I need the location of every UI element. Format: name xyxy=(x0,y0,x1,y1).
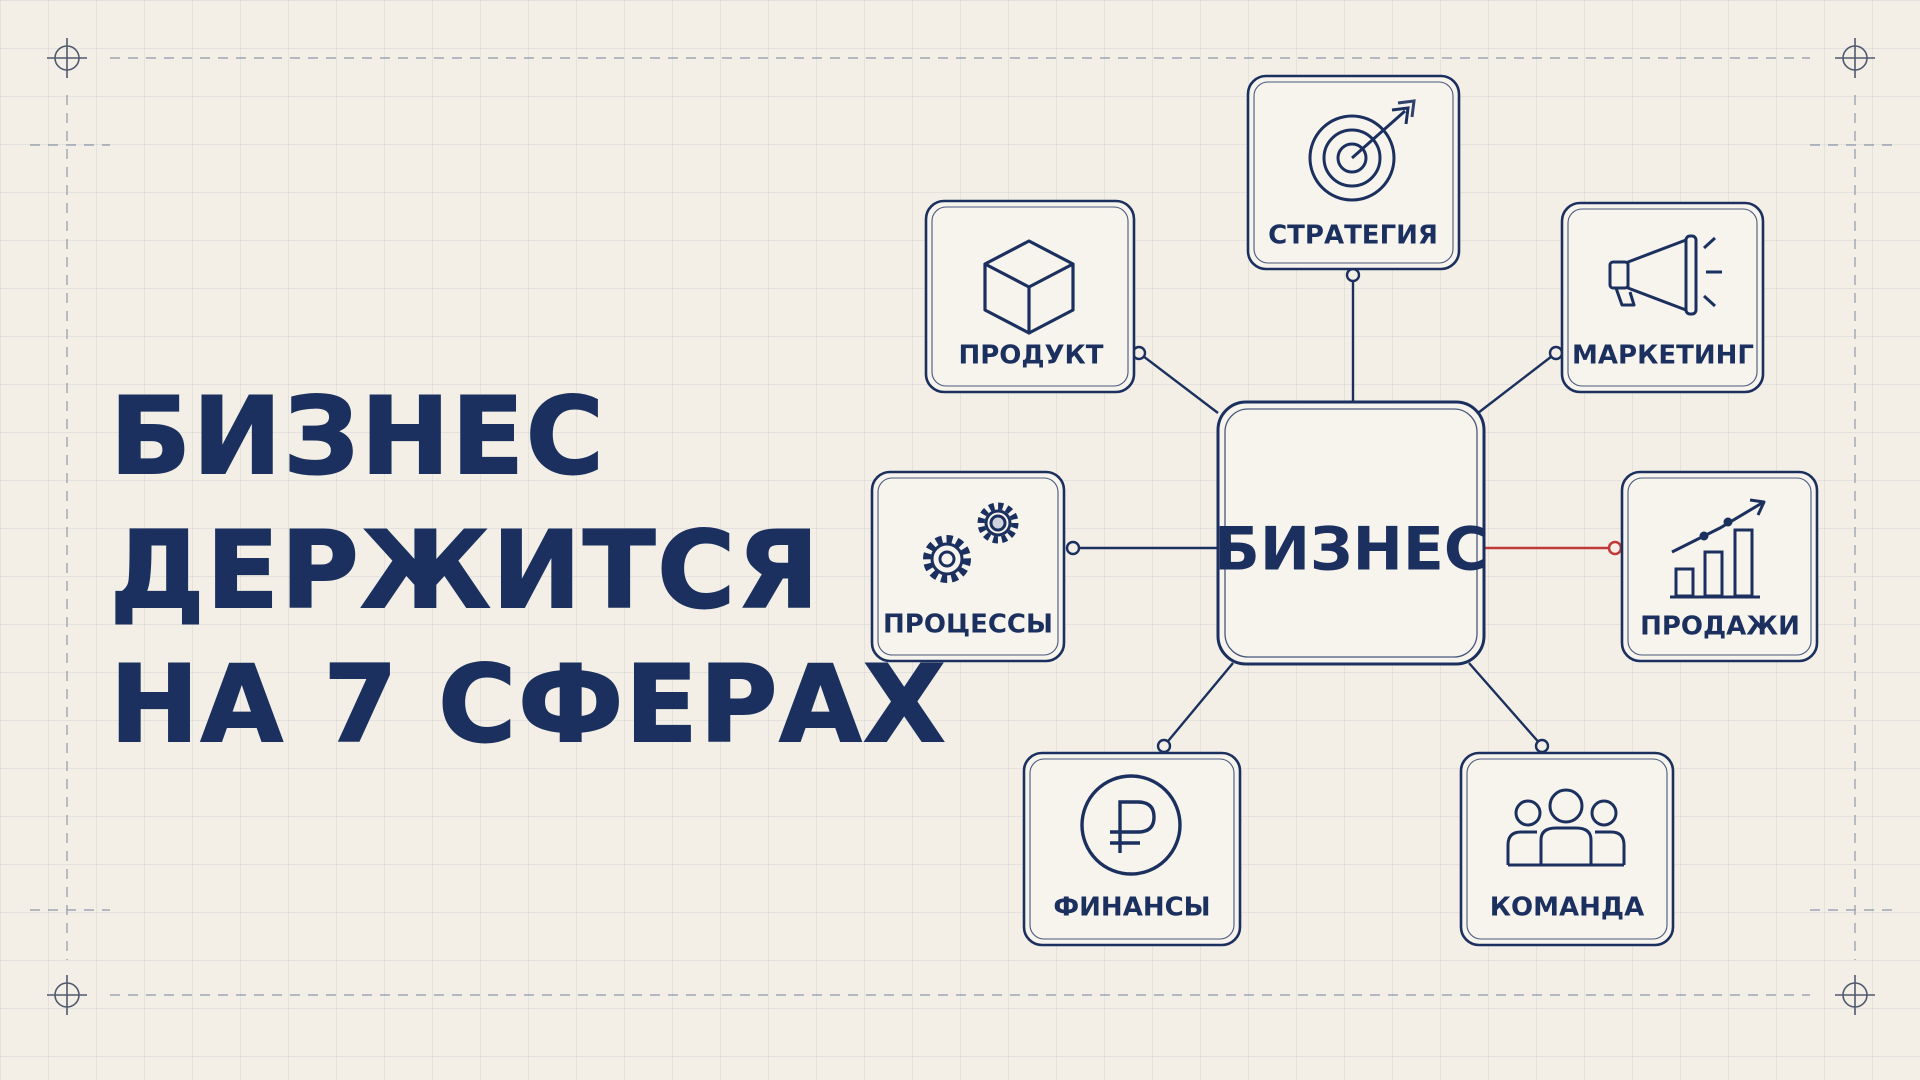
cube-icon xyxy=(983,239,1075,335)
connectors xyxy=(1073,273,1557,747)
headline-line-2: ДЕРЖИТСЯ xyxy=(109,508,821,633)
node-label-sales: ПРОДАЖИ xyxy=(1640,612,1800,642)
center-label: БИЗНЕС xyxy=(1214,515,1488,585)
node-label-processes: ПРОЦЕССЫ xyxy=(883,610,1053,640)
dot-strategy xyxy=(1345,267,1361,283)
dot-sales xyxy=(1607,540,1623,556)
node-label-team: КОМАНДА xyxy=(1490,893,1644,923)
center-node: БИЗНЕС xyxy=(1214,400,1488,666)
team-icon xyxy=(1506,788,1626,867)
dot-processes xyxy=(1065,540,1081,556)
connector-product xyxy=(1138,352,1219,414)
growth-chart-icon xyxy=(1670,498,1766,599)
node-strategy: СТРАТЕГИЯ xyxy=(1246,74,1461,271)
connector-marketing xyxy=(1477,352,1557,414)
node-processes: ПРОЦЕССЫ xyxy=(870,470,1066,663)
megaphone-icon xyxy=(1608,234,1722,316)
connector-team xyxy=(1468,662,1543,747)
ruble-icon xyxy=(1080,774,1182,876)
node-marketing: МАРКЕТИНГ xyxy=(1560,201,1765,394)
node-label-strategy: СТРАТЕГИЯ xyxy=(1268,221,1438,251)
crosshair-top-right-icon xyxy=(1835,38,1875,78)
dot-marketing xyxy=(1548,345,1564,361)
crosshair-top-left-icon xyxy=(47,38,87,78)
headline: БИЗНЕС ДЕРЖИТСЯ НА 7 СФЕРАХ xyxy=(109,370,948,772)
headline-line-1: БИЗНЕС xyxy=(109,374,606,499)
dot-finance xyxy=(1156,738,1172,754)
crosshair-bottom-right-icon xyxy=(1835,975,1875,1015)
node-team: КОМАНДА xyxy=(1459,751,1675,947)
node-label-marketing: МАРКЕТИНГ xyxy=(1572,341,1754,371)
node-label-product: ПРОДУКТ xyxy=(958,341,1103,371)
node-label-finance: ФИНАНСЫ xyxy=(1053,893,1210,923)
dot-team xyxy=(1534,738,1550,754)
node-product: ПРОДУКТ xyxy=(924,199,1136,394)
target-icon xyxy=(1308,99,1416,202)
node-finance: ФИНАНСЫ xyxy=(1022,751,1242,947)
headline-line-3: НА 7 СФЕРАХ xyxy=(109,642,948,767)
crosshair-bottom-left-icon xyxy=(47,975,87,1015)
connector-finance xyxy=(1163,662,1234,747)
gears-icon xyxy=(923,502,1019,583)
node-sales: ПРОДАЖИ xyxy=(1620,470,1819,663)
